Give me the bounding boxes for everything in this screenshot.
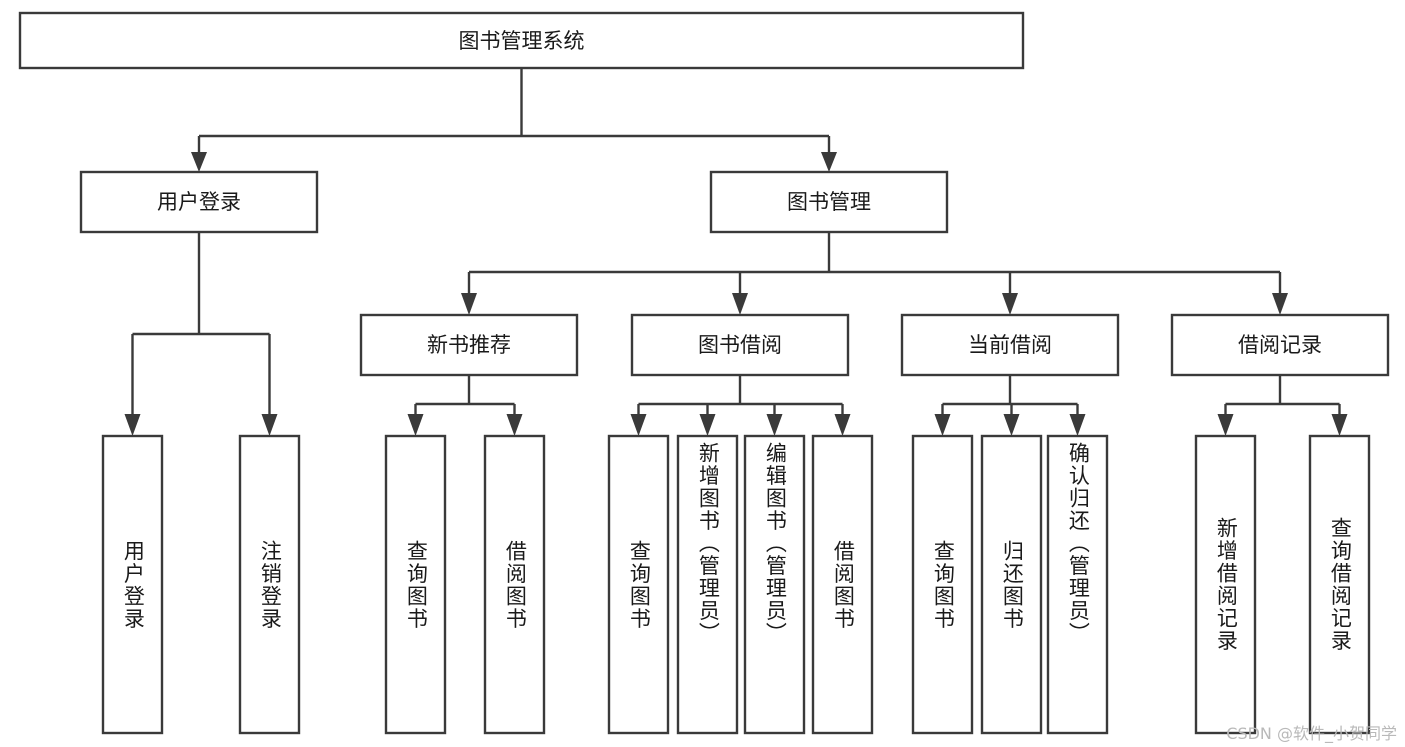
arrow-head-leaf-add-book <box>699 414 716 436</box>
arrow-head-book-management <box>821 152 837 172</box>
node-new-book-recommend-label: 新书推荐 <box>427 333 511 357</box>
arrow-head-leaf-borrow-book-2 <box>834 414 851 436</box>
node-leaf-query-book-1[interactable] <box>384 434 447 735</box>
arrow-head-leaf-query-book-1 <box>407 414 424 436</box>
node-leaf-add-record[interactable] <box>1194 434 1257 735</box>
node-book-borrow[interactable] <box>630 313 850 377</box>
arrow-head-user-login <box>191 152 207 172</box>
arrow-head-leaf-confirm-return <box>1069 414 1086 436</box>
node-current-borrow-label: 当前借阅 <box>968 333 1052 357</box>
node-boxes: 图书管理系统 用户登录 图书管理 新书推荐 图书借阅 当前借阅 借阅记录 <box>18 11 1390 735</box>
arrow-head-leaf-query-record <box>1331 414 1348 436</box>
arrow-head-borrow-record <box>1272 293 1288 315</box>
arrow-head-leaf-add-record <box>1217 414 1234 436</box>
arrow-head-book-borrow <box>732 293 748 315</box>
node-leaf-return-book[interactable] <box>980 434 1043 735</box>
node-user-login-label: 用户登录 <box>157 190 241 214</box>
arrow-head-leaf-query-book-3 <box>934 414 951 436</box>
connector-lines <box>124 68 1348 436</box>
node-leaf-query-record[interactable] <box>1308 434 1371 735</box>
node-leaf-borrow-book-2[interactable] <box>811 434 874 735</box>
node-book-management-label: 图书管理 <box>787 190 871 214</box>
node-leaf-confirm-return[interactable] <box>1046 434 1109 735</box>
node-leaf-query-book-2[interactable] <box>607 434 670 735</box>
node-leaf-add-book[interactable] <box>676 434 739 735</box>
arrow-head-leaf-user-login <box>124 414 141 436</box>
node-current-borrow[interactable] <box>900 313 1120 377</box>
node-new-book-recommend[interactable] <box>359 313 579 377</box>
node-leaf-user-login[interactable] <box>101 434 164 735</box>
node-leaf-borrow-book-1[interactable] <box>483 434 546 735</box>
arrow-head-new-book-recommend <box>461 293 477 315</box>
node-root-label: 图书管理系统 <box>459 29 585 53</box>
node-borrow-record[interactable] <box>1170 313 1390 377</box>
arrow-head-leaf-borrow-book-1 <box>506 414 523 436</box>
node-user-login[interactable] <box>79 170 319 234</box>
node-book-borrow-label: 图书借阅 <box>698 333 782 357</box>
arrow-head-leaf-query-book-2 <box>630 414 647 436</box>
arrow-head-leaf-edit-book <box>766 414 783 436</box>
arrow-head-leaf-user-logout <box>261 414 278 436</box>
node-borrow-record-label: 借阅记录 <box>1238 333 1322 357</box>
node-leaf-user-logout[interactable] <box>238 434 301 735</box>
arrow-head-leaf-return-book <box>1003 414 1020 436</box>
arrow-head-current-borrow <box>1002 293 1018 315</box>
csdn-watermark: CSDN @软件_小贺同学 <box>1226 724 1397 743</box>
node-leaf-query-book-3[interactable] <box>911 434 974 735</box>
node-root[interactable] <box>18 11 1025 70</box>
node-leaf-edit-book[interactable] <box>743 434 806 735</box>
node-book-management[interactable] <box>709 170 949 234</box>
